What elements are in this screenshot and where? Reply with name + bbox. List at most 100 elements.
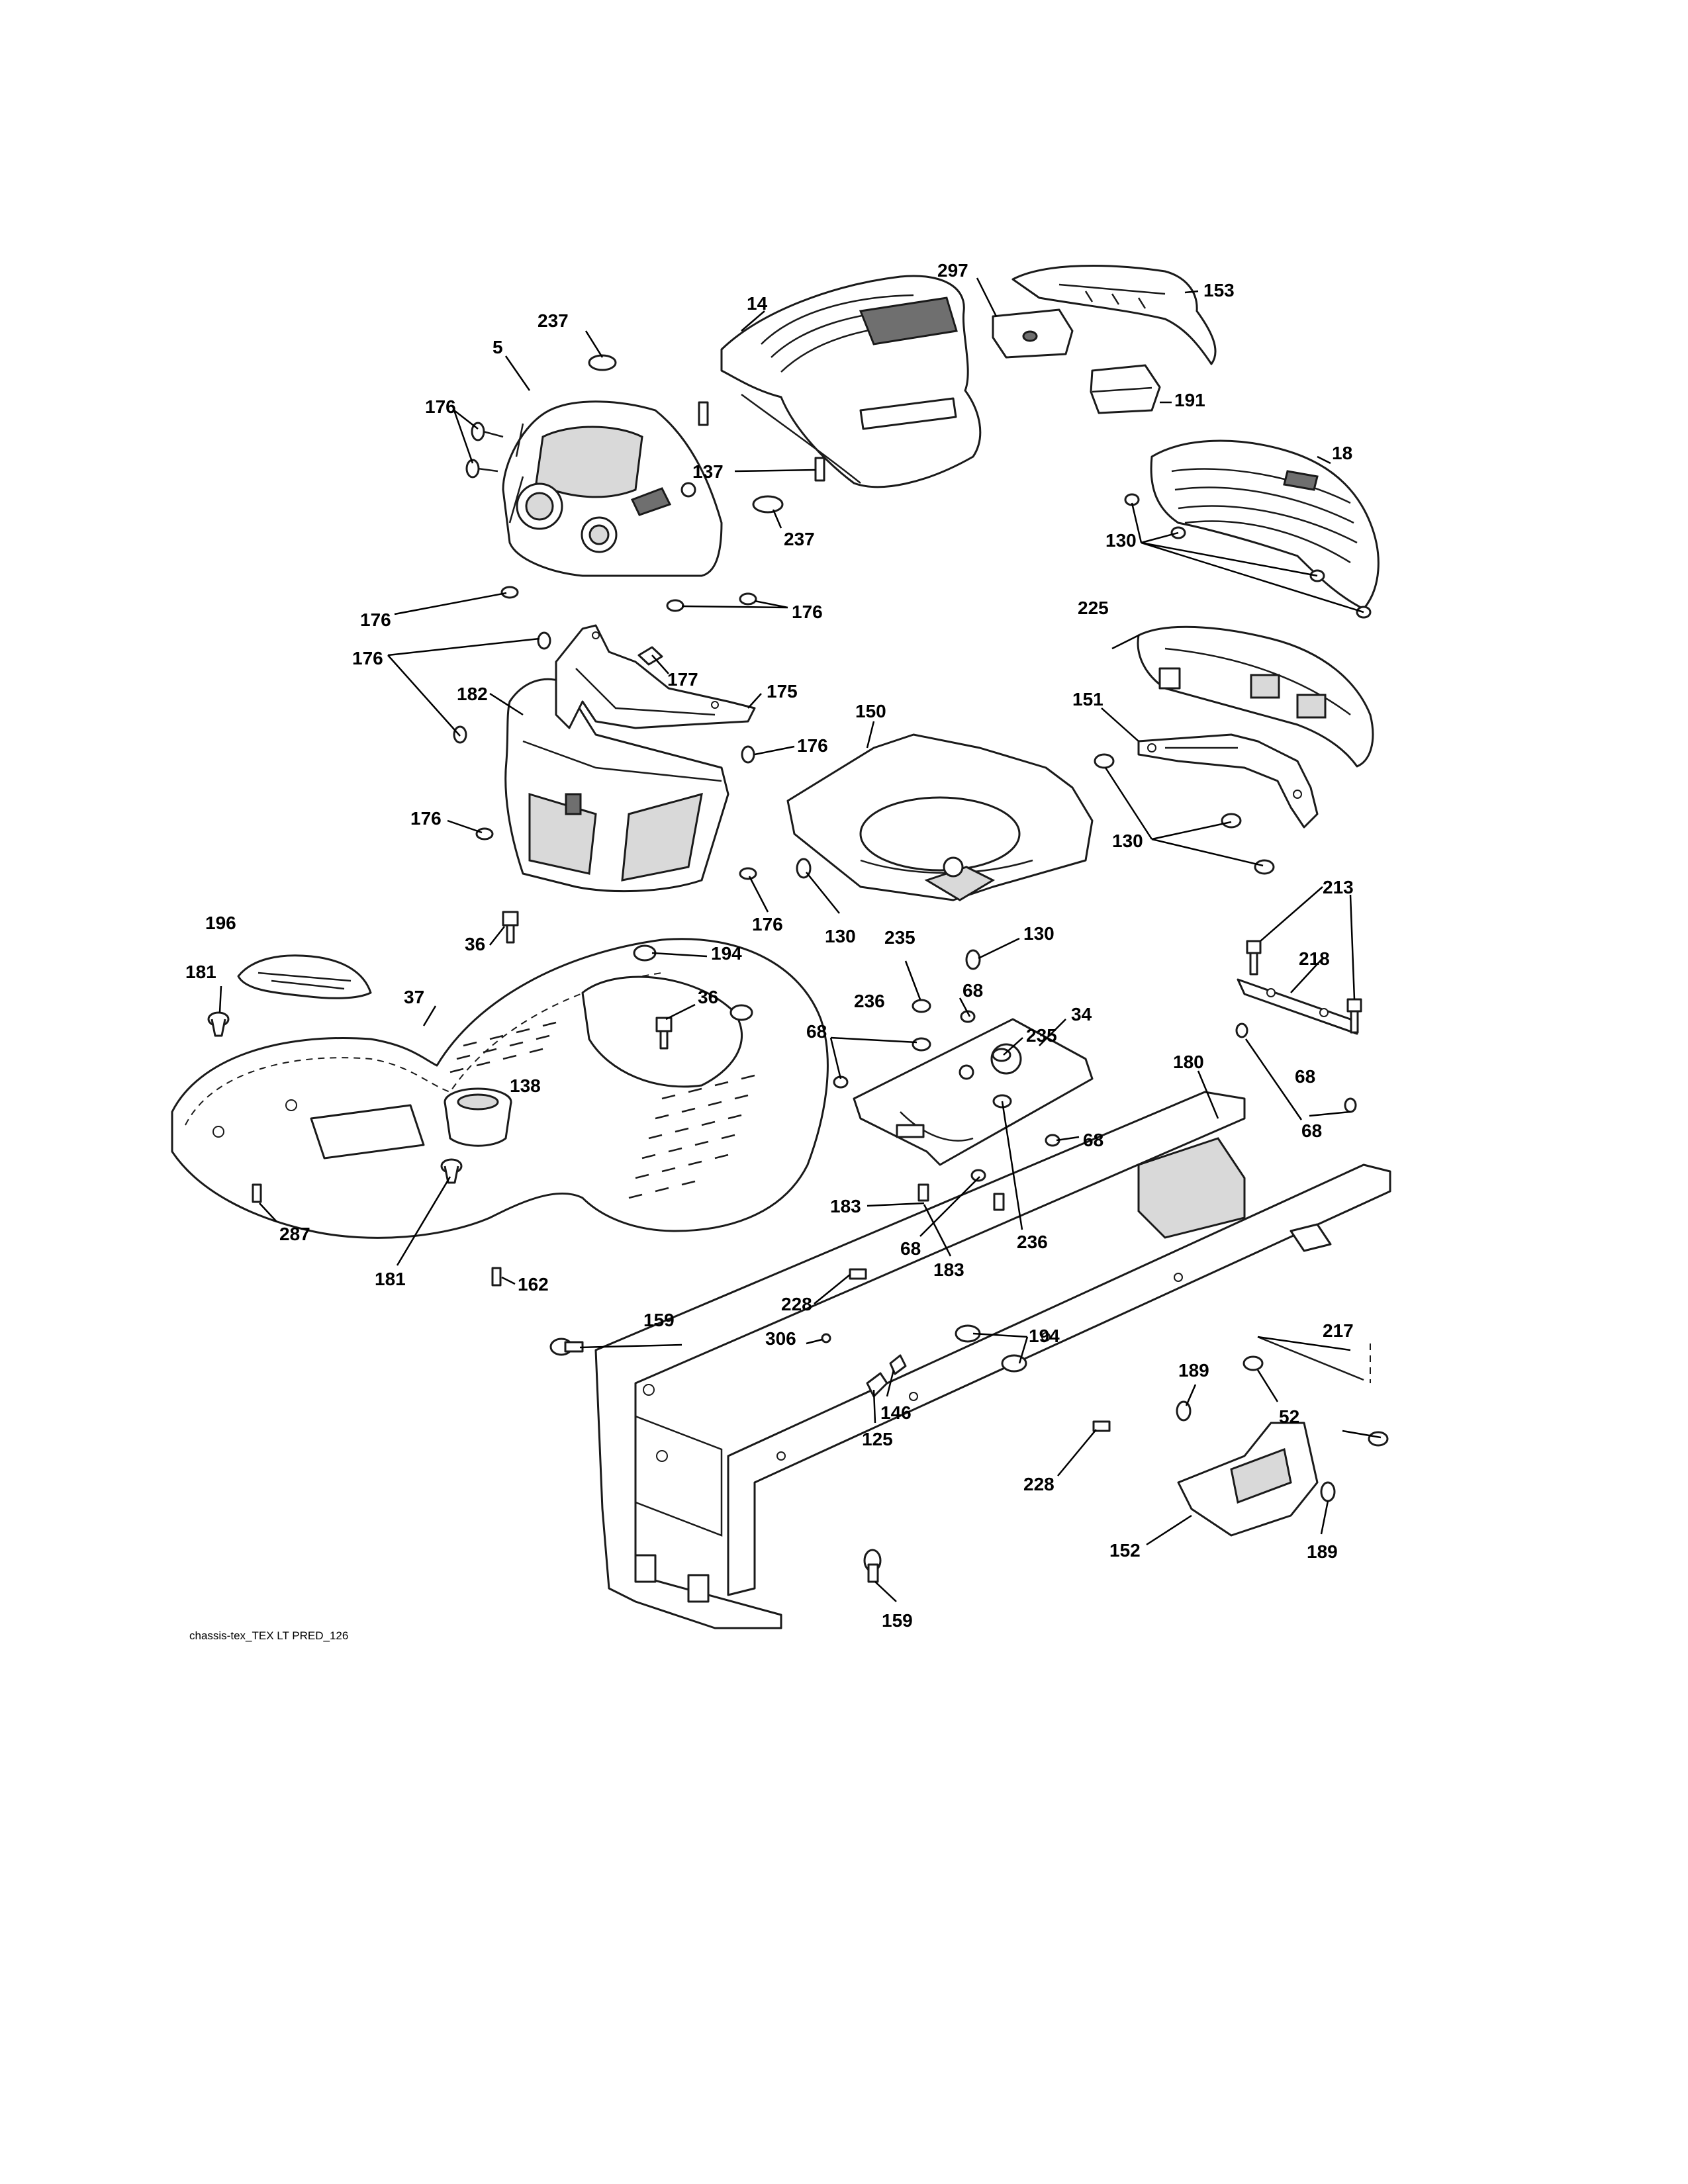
washer-235-a: [912, 999, 931, 1013]
callout-287: 287: [279, 1224, 310, 1244]
callout-236: 236: [854, 991, 885, 1011]
callout-37: 37: [404, 987, 424, 1007]
guard-152: [1177, 1422, 1319, 1537]
callout-36: 36: [698, 987, 718, 1007]
clip-306: [821, 1333, 831, 1343]
base-panel-150: [786, 733, 1094, 901]
plug-237-top: [588, 354, 617, 371]
wedge-297: [992, 308, 1074, 359]
callout-228: 228: [1023, 1474, 1055, 1494]
diagram-caption: chassis-tex_TEX LT PRED_126: [189, 1629, 349, 1642]
screw-130-e: [1254, 859, 1275, 875]
bolt-183-a: [917, 1183, 929, 1202]
callout-68: 68: [806, 1021, 827, 1042]
callout-176: 176: [425, 396, 456, 417]
callout-130: 130: [825, 926, 856, 946]
callout-181: 181: [375, 1269, 406, 1289]
screw-130-b: [965, 949, 981, 970]
chassis-frame-180: [594, 1091, 1391, 1629]
callout-125: 125: [862, 1429, 893, 1449]
screw-176-j: [739, 867, 757, 880]
bumper-bar-153: [1011, 264, 1217, 365]
bushing-138: [444, 1087, 512, 1147]
bracket-175: [555, 624, 756, 729]
block-191: [1090, 364, 1161, 414]
screw-176-a: [471, 422, 504, 441]
bolt-159-b: [863, 1549, 882, 1583]
hardware-group: [207, 422, 1389, 1583]
callout-52: 52: [1279, 1406, 1299, 1427]
callout-130: 130: [1105, 530, 1137, 551]
clip-177: [637, 646, 663, 666]
screw-176-e: [739, 592, 757, 606]
callout-159: 159: [882, 1610, 913, 1631]
callout-labels: 237 14 297 153 191 5 176 137 237 18 130 …: [185, 260, 1354, 1631]
washer-236-a: [912, 1037, 931, 1052]
callout-162: 162: [518, 1274, 549, 1295]
screw-176-i: [475, 827, 494, 841]
bolt-159-a: [549, 1338, 584, 1356]
callout-68: 68: [1301, 1120, 1322, 1141]
callout-36: 36: [465, 934, 485, 954]
clip-181-b: [440, 1158, 463, 1184]
bolt-189-a: [1176, 1400, 1192, 1422]
callout-176: 176: [752, 914, 783, 934]
callout-152: 152: [1109, 1540, 1141, 1561]
callout-177: 177: [667, 669, 698, 690]
callout-235: 235: [884, 927, 915, 948]
nut-194-d: [1001, 1354, 1027, 1373]
callout-34: 34: [1071, 1004, 1092, 1024]
screw-162: [491, 1267, 502, 1287]
callout-18: 18: [1332, 443, 1352, 463]
callout-225: 225: [1078, 598, 1109, 618]
screw-176-h: [741, 745, 755, 764]
callout-137: 137: [692, 461, 724, 482]
callout-176: 176: [792, 602, 823, 622]
screw-68-f: [1344, 1097, 1357, 1113]
callout-235: 235: [1026, 1025, 1057, 1046]
callout-138: 138: [510, 1075, 541, 1096]
screw-287: [252, 1183, 262, 1203]
callout-194: 194: [1029, 1326, 1060, 1346]
callout-153: 153: [1203, 280, 1235, 300]
pin-228-b: [1092, 1420, 1111, 1432]
pin-137-b: [814, 457, 825, 482]
callout-194: 194: [711, 943, 742, 964]
mounting-plate-34: [853, 1018, 1094, 1166]
callout-213: 213: [1323, 877, 1354, 897]
callout-130: 130: [1023, 923, 1055, 944]
screw-68-e: [1235, 1023, 1248, 1038]
callout-176: 176: [360, 610, 391, 630]
plug-237-lower: [752, 495, 784, 514]
washer-52-a: [1243, 1355, 1264, 1371]
dash-panel-5: [502, 400, 723, 577]
callout-159: 159: [643, 1310, 675, 1330]
callout-196: 196: [205, 913, 236, 933]
callout-191: 191: [1174, 390, 1205, 410]
foot-pad-196: [237, 954, 372, 999]
callout-217: 217: [1323, 1320, 1354, 1341]
callout-68: 68: [962, 980, 983, 1001]
clip-125: [866, 1372, 888, 1398]
plate-218: [1237, 978, 1358, 1035]
callout-181: 181: [185, 962, 216, 982]
screw-130-d: [1221, 813, 1242, 829]
pin-137-a: [698, 401, 709, 426]
rod-217: [1257, 1336, 1371, 1383]
screw-36-a: [502, 911, 519, 944]
callout-175: 175: [767, 681, 798, 702]
callout-151: 151: [1072, 689, 1103, 709]
bumper-225: [1137, 625, 1374, 768]
grille-18: [1150, 439, 1380, 610]
callout-218: 218: [1299, 948, 1330, 969]
callout-182: 182: [457, 684, 488, 704]
bolt-213-a: [1246, 940, 1262, 976]
callout-150: 150: [855, 701, 886, 721]
callout-183: 183: [830, 1196, 861, 1216]
callout-228: 228: [781, 1294, 812, 1314]
callout-68: 68: [1295, 1066, 1315, 1087]
callout-297: 297: [937, 260, 968, 281]
hood-14: [720, 275, 982, 488]
callout-146: 146: [880, 1402, 912, 1423]
